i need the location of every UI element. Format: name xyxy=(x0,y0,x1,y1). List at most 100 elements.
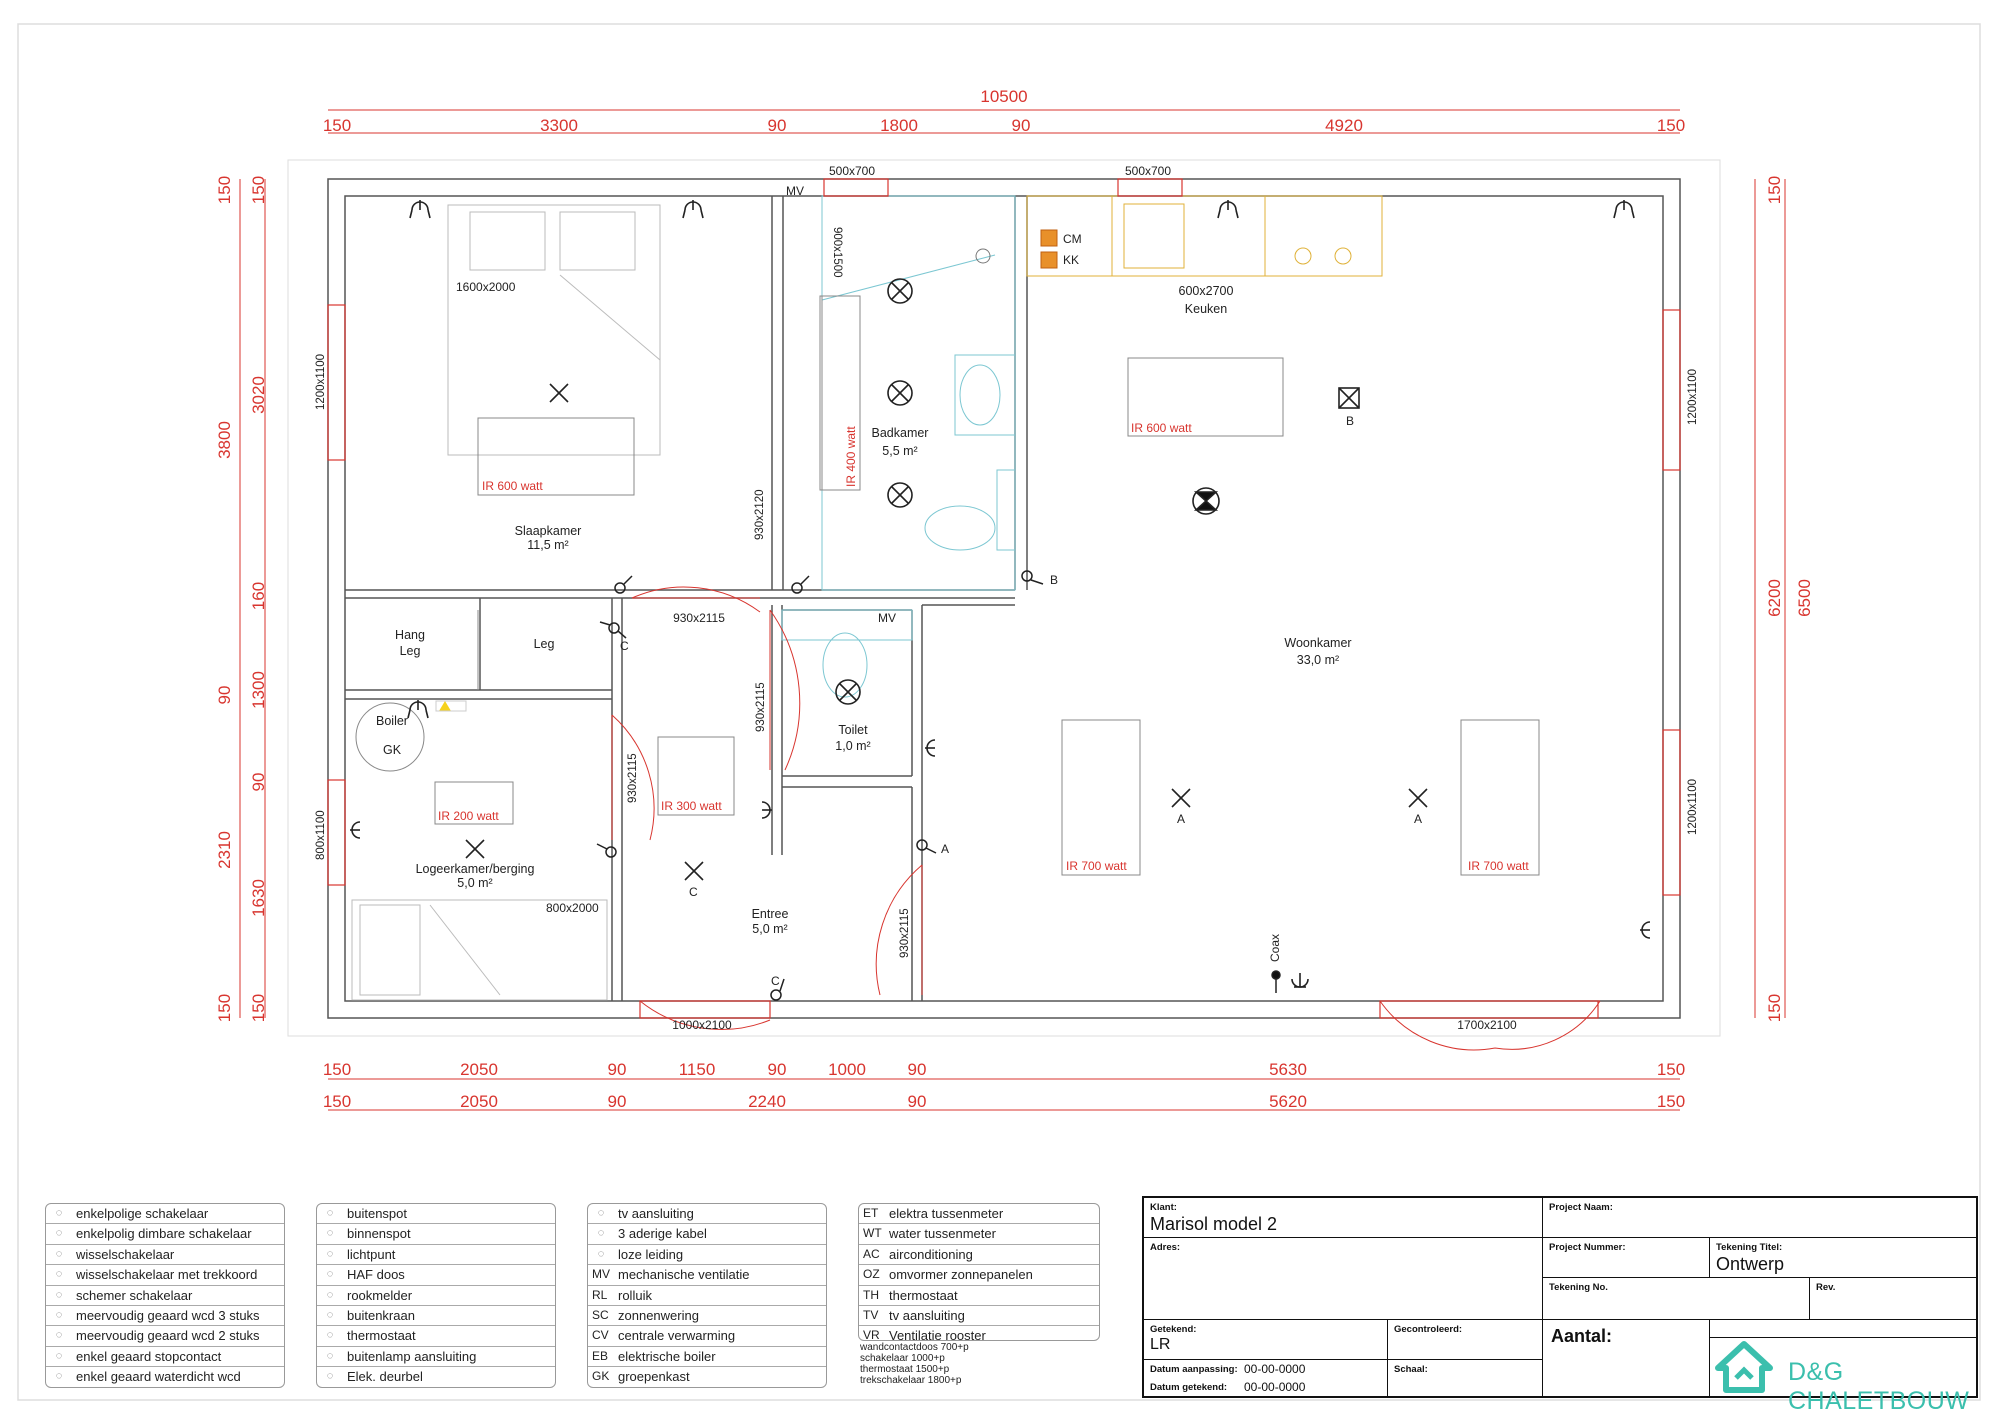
legend-label: binnenspot xyxy=(347,1226,411,1242)
legend-label: Ventilatie rooster xyxy=(889,1328,986,1344)
dim-left: 3020 xyxy=(249,376,268,414)
datum-aanpassing-value: 00-00-0000 xyxy=(1244,1362,1306,1376)
socket-single-icon: ◌ xyxy=(55,1349,63,1362)
legend-code: SC xyxy=(592,1307,609,1322)
window-size: 1000x2100 xyxy=(672,1018,732,1032)
dim-right: 150 xyxy=(1765,176,1784,204)
legend-label: mechanische ventilatie xyxy=(618,1267,750,1283)
single-switch-icon xyxy=(614,575,633,594)
dim-bottom: 90 xyxy=(908,1060,927,1079)
tag-labels: MV MV CM KK B B C C C A A A Coax xyxy=(620,184,1422,988)
legend-item: ◌wisselschakelaar xyxy=(46,1245,284,1266)
legend-label: HAF doos xyxy=(347,1267,405,1283)
dim-top-total: 10500 xyxy=(980,87,1027,106)
light-point-icon xyxy=(1171,788,1191,808)
gecontroleerd-heading: Gecontroleerd: xyxy=(1394,1324,1463,1335)
dim-left: 90 xyxy=(215,686,234,705)
legend-label: rolluik xyxy=(618,1287,652,1303)
circuit-tag: C xyxy=(689,885,698,899)
legend-item: ◌enkel geaard stopcontact xyxy=(46,1347,284,1368)
light-point-icon xyxy=(887,482,913,508)
socket-triple-icon: ◌ xyxy=(55,1308,63,1321)
heater-label: IR 700 watt xyxy=(1468,859,1529,873)
dim-top: 90 xyxy=(1012,116,1031,135)
single-switch-icon: ◌ xyxy=(55,1207,63,1219)
datum-getekend-heading: Datum getekend: xyxy=(1150,1382,1228,1393)
dim-left: 90 xyxy=(249,773,268,792)
legend-label: thermostaat xyxy=(889,1287,958,1303)
logo-text: D&G CHALETBOUW xyxy=(1788,1358,1970,1415)
tekening-no-cell: Tekening No. xyxy=(1542,1278,1810,1320)
room-name: Toilet xyxy=(838,723,868,737)
legend-code: TV xyxy=(863,1307,879,1322)
warning-icon xyxy=(439,701,451,711)
dim-bottom: 90 xyxy=(608,1092,627,1111)
dim-top: 1800 xyxy=(880,116,918,135)
light-point-icon xyxy=(887,380,913,406)
item-labels: 1600x2000 800x2000 900x1500 500x700 500x… xyxy=(315,164,1699,1032)
light-point-icon xyxy=(835,679,861,705)
dim-right: 6200 xyxy=(1765,579,1784,617)
room-name: Keuken xyxy=(1185,302,1227,316)
legend-code: ET xyxy=(863,1206,879,1220)
dim-top: 4920 xyxy=(1325,116,1363,135)
room-labels: Slaapkamer 11,5 m² Badkamer 5,5 m² Woonk… xyxy=(376,284,1352,936)
legend-label: rookmelder xyxy=(347,1287,413,1303)
dim-top: 90 xyxy=(768,116,787,135)
door-size: 930x2115 xyxy=(627,753,639,803)
legend-label: omvormer zonnepanelen xyxy=(889,1267,1033,1283)
doorbell-icon: ◌ xyxy=(326,1370,334,1383)
legend-item: ◌lichtpunt xyxy=(317,1245,555,1266)
right-dimensions: 150 6200 150 6500 xyxy=(1765,176,1814,1022)
window-size: 1200x1100 xyxy=(1687,779,1699,835)
legend-label: elektrische boiler xyxy=(618,1348,716,1364)
dim-left: 150 xyxy=(215,176,234,204)
legend-label: water tussenmeter xyxy=(889,1226,996,1242)
dim-left: 150 xyxy=(249,176,268,204)
legend-codes: ◌tv aansluiting◌3 aderige kabel◌loze lei… xyxy=(587,1203,827,1388)
window-size: 1700x2100 xyxy=(1457,1018,1517,1032)
legend-label: airconditioning xyxy=(889,1246,973,1262)
legend-switches: ◌enkelpolige schakelaar◌enkelpolig dimba… xyxy=(45,1203,285,1388)
circuit-tag: A xyxy=(941,842,949,856)
dim-left: 160 xyxy=(249,582,268,610)
socket-single-icon xyxy=(761,801,772,819)
circuit-tag: A xyxy=(1177,812,1185,826)
outdoor-spot-icon: ◌ xyxy=(326,1207,334,1219)
legend-item: ◌tv aansluiting xyxy=(588,1204,826,1225)
legend-label: elektra tussenmeter xyxy=(889,1206,1004,1221)
dim-bottom: 2050 xyxy=(460,1092,498,1111)
pull-switch-icon: ◌ xyxy=(55,1268,63,1281)
dim-top: 3300 xyxy=(540,116,578,135)
light-point-icon xyxy=(465,839,485,859)
light-points xyxy=(465,278,1428,881)
window-size: 500x700 xyxy=(1125,164,1171,178)
window-size: 1200x1100 xyxy=(315,354,327,410)
heater-panels xyxy=(434,295,1540,876)
legend-item: ◌buitenspot xyxy=(317,1204,555,1225)
datum-cell: Datum aanpassing: 00-00-0000 Datum getek… xyxy=(1144,1360,1388,1398)
getekend-heading: Getekend: xyxy=(1150,1324,1197,1335)
klant-value: Marisol model 2 xyxy=(1150,1214,1278,1234)
datum-getekend-value: 00-00-0000 xyxy=(1244,1380,1306,1394)
tekening-titel-heading: Tekening Titel: xyxy=(1716,1242,1783,1253)
legend-code: EB xyxy=(592,1348,609,1363)
room-area: 11,5 m² xyxy=(527,538,568,552)
tekening-titel-cell: Tekening Titel: Ontwerp xyxy=(1710,1238,1978,1278)
install-height-line: thermostaat 1500+p xyxy=(860,1364,950,1375)
legend-item: ◌enkelpolige schakelaar xyxy=(46,1204,284,1225)
cable-icon: ◌ xyxy=(597,1227,605,1240)
closet-label: Leg xyxy=(400,644,421,658)
indoor-spot-icon: ◌ xyxy=(326,1227,334,1240)
mv-tag: MV xyxy=(878,611,896,625)
empty-conduit-icon: ◌ xyxy=(597,1247,605,1260)
legend-label: tv aansluiting xyxy=(618,1206,694,1221)
project-naam-heading: Project Naam: xyxy=(1549,1202,1613,1213)
